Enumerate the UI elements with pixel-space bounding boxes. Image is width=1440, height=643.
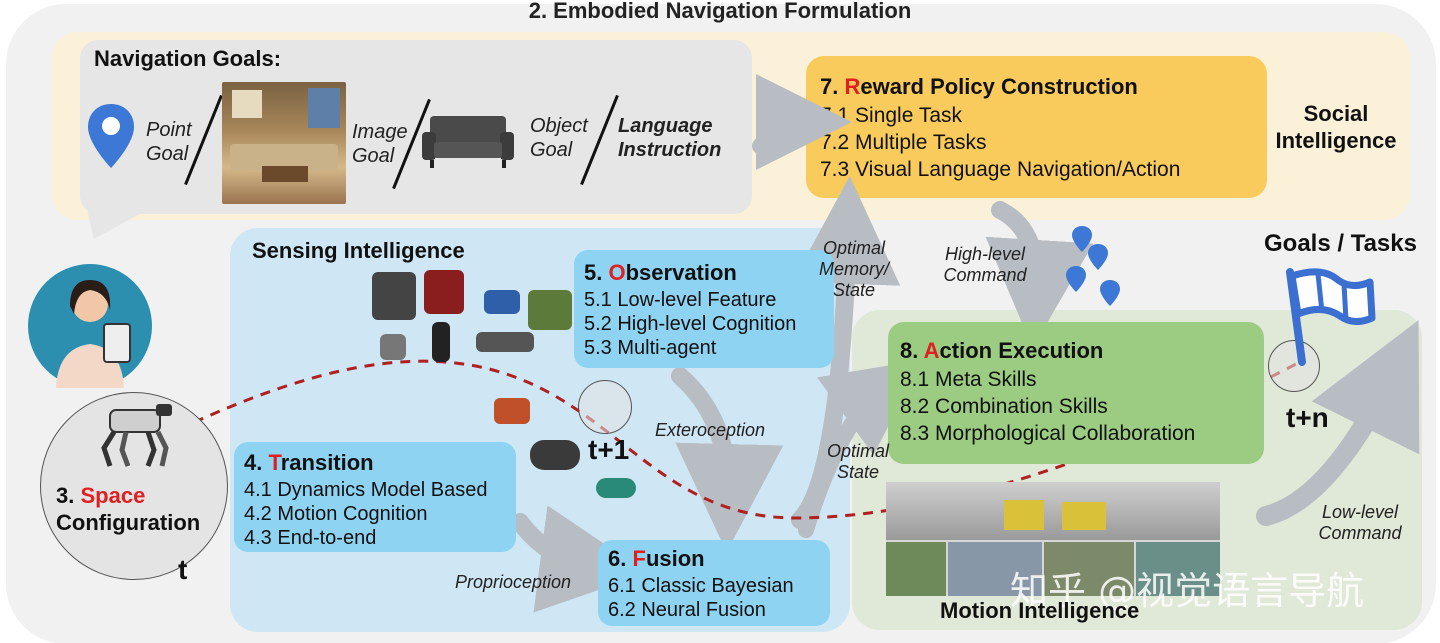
flag-icon [1286, 268, 1376, 366]
imu-icon [494, 398, 530, 424]
transition-box: 4. Transition 4.1 Dynamics Model Based 4… [234, 442, 516, 552]
time-ring [1268, 340, 1320, 392]
transition-item: 4.3 End-to-end [244, 527, 377, 549]
observation-title: 5. Observation [584, 260, 737, 285]
reward-title: 7. Reward Policy Construction [820, 74, 1138, 99]
lidar-camera-icon [424, 270, 464, 314]
lidar-sensor-icon [484, 290, 520, 314]
fusion-box: 6. Fusion 6.1 Classic Bayesian 6.2 Neura… [598, 540, 830, 626]
time-t1-label: t+1 [588, 434, 630, 465]
chip-icon [528, 290, 572, 330]
transition-item: 4.1 Dynamics Model Based [244, 479, 488, 501]
time-ring [578, 380, 632, 434]
person-tablet-icon [28, 264, 152, 388]
reward-item: 7.2 Multiple Tasks [820, 131, 987, 154]
robot-dog-icon [101, 404, 172, 467]
fusion-title: 6. Fusion [608, 546, 705, 571]
reward-item: 7.3 Visual Language Navigation/Action [820, 158, 1181, 181]
waypoint-pins-icon [1066, 226, 1120, 306]
proprioception-label: Proprioception [454, 572, 572, 592]
action-item: 8.2 Combination Skills [900, 395, 1108, 418]
sofa-icon [422, 116, 514, 168]
reward-policy-box: 7. Reward Policy Construction 7.1 Single… [806, 56, 1267, 198]
panoramic-camera-icon [432, 322, 450, 362]
action-item: 8.1 Meta Skills [900, 368, 1037, 391]
observation-item: 5.1 Low-level Feature [584, 289, 777, 311]
observation-box: 5. Observation 5.1 Low-level Feature 5.2… [574, 250, 834, 368]
location-pin-icon [88, 104, 134, 168]
action-execution-box: 8. Action Execution 8.1 Meta Skills 8.2 … [888, 322, 1264, 464]
transition-item: 4.2 Motion Cognition [244, 503, 428, 525]
fusion-item: 6.1 Classic Bayesian [608, 575, 794, 597]
transition-title: 4. Transition [244, 450, 374, 475]
time-t-label: t [178, 554, 188, 585]
navigation-goals-title: Navigation Goals: [94, 46, 282, 71]
exteroception-label: Exteroception [654, 420, 766, 440]
room-image [222, 82, 346, 204]
space-configuration-label: 3. Space Configuration [56, 483, 201, 535]
observation-item: 5.2 High-level Cognition [584, 313, 797, 335]
observation-item: 5.3 Multi-agent [584, 337, 717, 359]
camera-module-icon [380, 334, 406, 360]
fusion-item: 6.2 Neural Fusion [608, 599, 766, 621]
goals-tasks-label: Goals / Tasks [1264, 230, 1417, 257]
bubble-tail [86, 205, 156, 239]
robot-photo-strip [886, 482, 1220, 596]
sensing-intelligence-title: Sensing Intelligence [252, 238, 465, 263]
time-tn-label: t+n [1286, 402, 1329, 433]
reward-item: 7.1 Single Task [820, 104, 963, 127]
motor-icon [530, 440, 580, 470]
watermark: 知乎 @视觉语言导航 [1010, 569, 1365, 613]
thermal-camera-icon [372, 272, 416, 320]
action-item: 8.3 Morphological Collaboration [900, 422, 1196, 445]
action-title: 8. Action Execution [900, 338, 1104, 363]
depth-camera-icon [476, 332, 534, 352]
motion-intelligence-title: Motion Intelligence [940, 598, 1140, 623]
main-title: 2. Embodied Navigation Formulation [528, 0, 912, 23]
encoder-icon [596, 478, 636, 498]
